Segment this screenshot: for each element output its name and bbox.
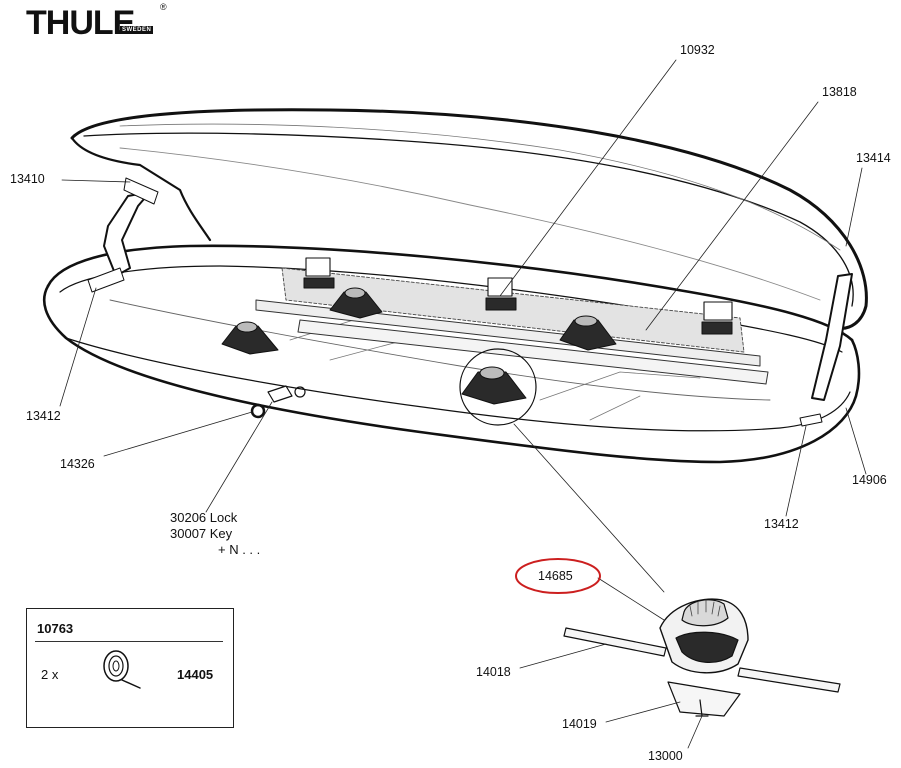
lock-assembly [267,385,293,403]
mount-clamp-dark [675,631,739,663]
lid-strut-left-plate [123,177,159,205]
lid-inner-shell [119,147,821,301]
lid-strut-left-bottom-plate [87,267,125,293]
lid-strut-left [103,191,151,277]
leader-14326 [103,411,253,457]
highlight-ring [515,558,601,594]
kit-divider [35,641,223,642]
leader-14018 [519,643,607,669]
leader-13410 [61,179,131,183]
o-ring [250,403,266,419]
detail-circle [459,348,537,426]
leader-13818 [645,101,819,331]
hinge-latch [701,321,733,335]
lid-strut-right [811,273,853,401]
mount-strap-right [737,667,841,693]
thule-logo: THULE [26,4,135,42]
lid-crease [119,123,841,251]
callout-14906: 14906 [852,473,887,487]
end-badge [799,413,823,427]
base-outer-shell [42,284,861,464]
leader-14019 [605,701,681,723]
mount-knob [221,321,279,355]
leader-13000 [687,715,703,749]
kit-quantity: 2 x [41,667,59,682]
lid-front-edge [70,136,212,242]
strap-roll-icon [103,650,141,689]
leader-14685 [597,577,665,621]
key-line: 30007 Key [170,526,233,541]
leader-detail [513,423,665,593]
leader-13414 [845,167,863,247]
callout-14326: 14326 [60,457,95,471]
floor-rib [539,371,701,401]
kit-part-number: 14405 [177,667,214,682]
mount-base-plate [667,681,741,717]
leader-14906 [845,407,867,475]
base-inner-floor [109,299,771,401]
base-inner-rim [59,265,843,353]
logo-wordmark: THULE [26,4,135,42]
hinge-latch [303,277,335,289]
logo-subtext: SWEDEN [120,26,154,34]
callout-13414: 13414 [856,151,891,165]
mount-knob-ridges [689,599,721,617]
kit-title: 10763 [37,621,74,636]
logo-registered-mark: ® [160,2,167,12]
lid-outer [70,108,868,330]
hinge-bracket [703,301,733,321]
rail-bar-lower [297,319,769,385]
hinge-latch [485,297,517,311]
callout-14018: 14018 [476,665,511,679]
mount-strap-left [563,627,667,657]
leader-lock [205,401,273,513]
base-lower-line [65,337,851,432]
mount-knob [329,287,383,319]
hinge-bracket [487,277,513,297]
lock-line: 30206 Lock [170,510,238,525]
lock-key-note: 30206 Lock 30007 Key + N . . . [170,510,260,558]
floor-rib [589,395,641,421]
callout-14019: 14019 [562,717,597,731]
lock-cylinder [294,386,306,398]
mount-knob-top [681,599,729,627]
mount-knob [461,366,527,405]
hinge-bracket [305,257,331,277]
leader-10932 [499,59,677,297]
callout-14685: 14685 [538,569,573,583]
plus-n-line: + N . . . [218,542,261,557]
leader-13412-right [785,425,807,517]
callout-13412-right: 13412 [764,517,799,531]
leader-13412-left [59,287,97,407]
callout-13412-left: 13412 [26,409,61,423]
callout-13818: 13818 [822,85,857,99]
lid-inner-edge [83,132,854,307]
callout-13410: 13410 [10,172,45,186]
callout-13000: 13000 [648,749,683,763]
callout-10932: 10932 [680,43,715,57]
mount-knob [559,315,617,351]
kit-box: 10763 2 x 14405 [26,608,234,728]
